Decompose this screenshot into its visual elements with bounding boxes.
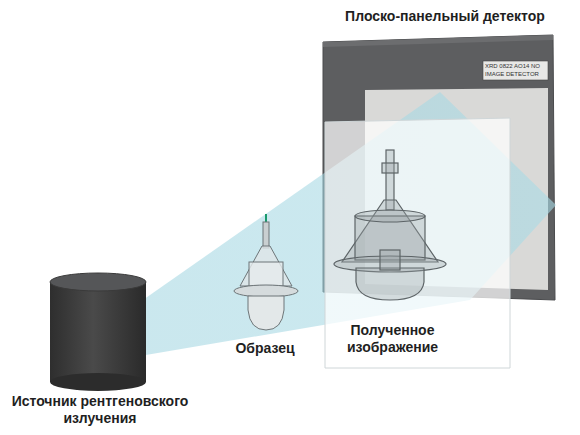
sample-label: Образец xyxy=(205,340,325,357)
sample xyxy=(234,214,298,330)
plate-text: XRD 0822 AO14 NO xyxy=(485,63,547,70)
plate-text: IMAGE DETECTOR xyxy=(485,71,547,78)
source-label: Источник рентгеновского излучения xyxy=(5,393,195,427)
sample-image xyxy=(334,150,446,300)
detector-plate xyxy=(483,61,548,80)
xray-source xyxy=(50,273,146,391)
image-label: Полученное изображение xyxy=(325,322,460,356)
image-plate xyxy=(325,118,510,368)
detector-label: Плоско-панельный детектор xyxy=(330,8,560,25)
